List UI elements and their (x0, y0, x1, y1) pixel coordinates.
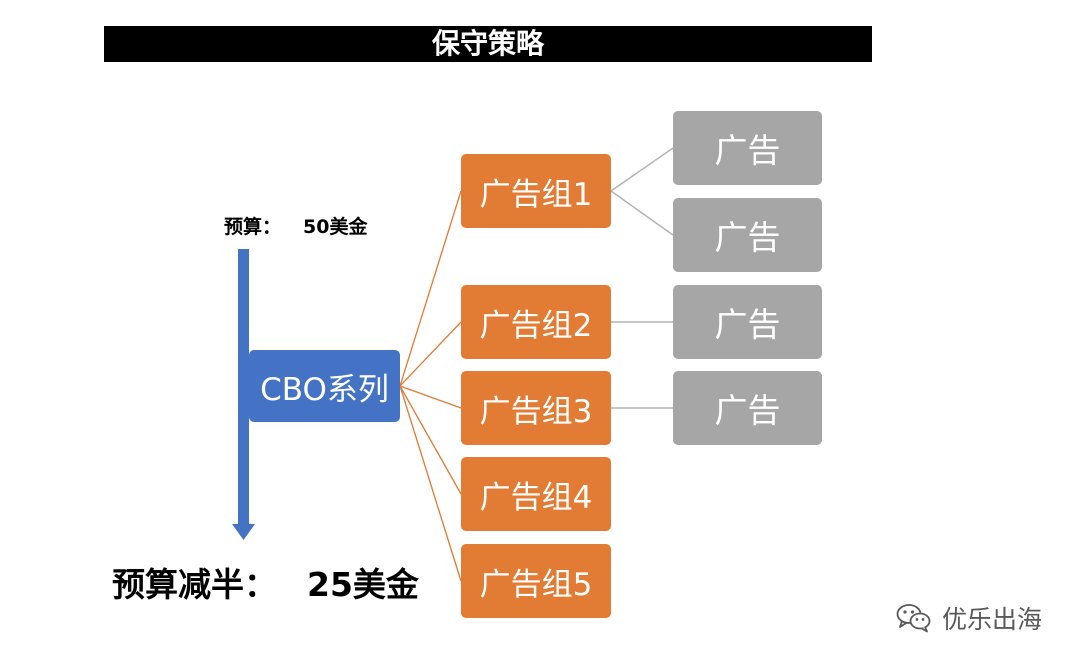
budget-original-value: 50美金 (303, 216, 368, 238)
ad-group-2-node: 广告组2 (461, 285, 611, 359)
ad-4-label: 广告 (714, 391, 781, 430)
budget-arrow (232, 249, 255, 540)
campaign-to-group-lines (399, 190, 462, 582)
page-title: 保守策略 (431, 27, 544, 60)
budget-halved-label: 预算减半： (112, 565, 277, 604)
ad-1-label: 广告 (714, 131, 781, 170)
group-to-ad-lines (610, 147, 674, 409)
ad-group-2-label: 广告组2 (479, 307, 593, 344)
ad-group-1-label: 广告组1 (479, 176, 593, 213)
ad-group-5-label: 广告组5 (479, 566, 593, 603)
ad-group-4-label: 广告组4 (479, 479, 593, 516)
wechat-icon (896, 604, 931, 633)
ad-2-label: 广告 (714, 218, 781, 257)
ad-3-node: 广告 (673, 285, 822, 359)
cbo-campaign-label: CBO系列 (260, 371, 389, 408)
budget-original-label: 预算： (224, 216, 282, 238)
ad-group-5-node: 广告组5 (461, 544, 611, 618)
ad-2-node: 广告 (673, 198, 822, 272)
watermark: 优乐出海 (896, 600, 1042, 636)
ad-4-node: 广告 (673, 371, 822, 445)
ad-group-1-node: 广告组1 (461, 154, 611, 228)
watermark-text: 优乐出海 (942, 605, 1043, 634)
title-banner: 保守策略 (104, 26, 872, 62)
ad-group-4-node: 广告组4 (461, 457, 611, 531)
ad-1-node: 广告 (673, 111, 822, 185)
cbo-campaign-node: CBO系列 (249, 350, 400, 422)
budget-original: 预算： 50美金 (224, 212, 367, 239)
budget-halved: 预算减半： 25美金 (112, 558, 419, 606)
budget-halved-value: 25美金 (307, 565, 419, 604)
ad-group-3-node: 广告组3 (461, 371, 611, 445)
ad-3-label: 广告 (714, 305, 781, 344)
ad-group-3-label: 广告组3 (479, 393, 593, 430)
